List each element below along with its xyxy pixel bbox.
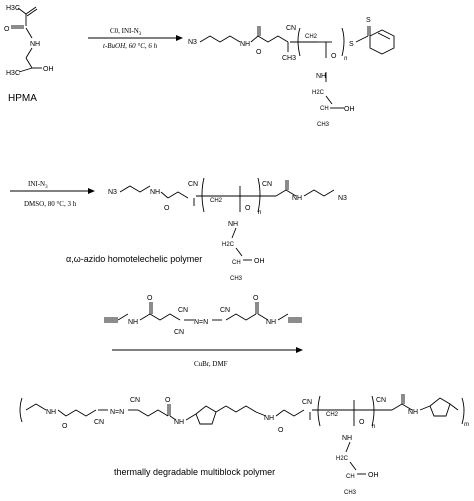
atom-nh-ap-3: NH xyxy=(228,221,238,228)
azide-group-3: N3 xyxy=(338,195,347,202)
atom-h2c-ap: H2C xyxy=(222,242,235,248)
step2-conditions: DMSO, 80 °C, 3 h xyxy=(24,200,77,208)
atom-s-thione: S xyxy=(366,17,371,24)
atom-cn-az-2: CN xyxy=(220,307,230,314)
atom-o-cta-2: O xyxy=(331,53,337,60)
atom-nh-cta-2: NH xyxy=(316,73,326,80)
atom-o-ap-1: O xyxy=(164,205,170,212)
atom-cn-mb-2: CN xyxy=(130,397,140,404)
atom-ch2-mb: CH2 xyxy=(326,412,339,418)
atom-cn-ap-2: CN xyxy=(262,181,272,188)
step1-reagents: C0, INI-N3 xyxy=(110,27,142,37)
atom-nh-mb-1: NH xyxy=(46,409,56,416)
reaction-arrow-3: CuBr, DMF xyxy=(112,347,303,368)
atom-o-mb-3: O xyxy=(278,427,284,434)
atom-ch3-cta-2: CH3 xyxy=(317,122,330,128)
atom-o-cta: O xyxy=(256,49,262,56)
azide-group-1: N3 xyxy=(188,39,197,46)
atom-o-az-2: O xyxy=(253,295,259,302)
step3-conditions: CuBr, DMF xyxy=(194,360,228,368)
atom-ch3-mb: CH3 xyxy=(344,490,357,496)
atom-ch2-cta: CH2 xyxy=(305,34,318,40)
azo-group-mb: N=N xyxy=(110,409,124,416)
atom-cn-cta: CN xyxy=(286,25,296,32)
step1-conditions: t-BuOH, 60 °C, 6 h xyxy=(103,42,158,50)
atom-nh-mb-2: NH xyxy=(174,419,184,426)
atom-s-cta: S xyxy=(349,41,354,48)
atom-cn-mb-4: CN xyxy=(376,397,386,404)
atom-h2c-cta: H2C xyxy=(312,90,325,96)
atom-ch-cta: CH xyxy=(320,106,329,112)
atom-o-mb-4: O xyxy=(359,419,365,426)
azide-group-2: N3 xyxy=(108,189,117,196)
atom-oh-ap: OH xyxy=(254,258,265,265)
repeat-n-ap: n xyxy=(258,210,262,216)
repeat-m-mb: m xyxy=(464,422,469,428)
atom-o-az-1: O xyxy=(147,295,153,302)
atom-nh-mb-3: NH xyxy=(264,415,274,422)
atom-nh-mb-5: NH xyxy=(342,435,352,442)
atom-cn-az-1b: CN xyxy=(174,329,184,336)
atom-h3c-2: H3C xyxy=(6,70,20,77)
atom-nh-cta: NH xyxy=(240,41,250,48)
azido-polymer-structure: N3 NH O CN CH2 O n CN NH N3 NH H2C CH OH… xyxy=(66,177,347,282)
step2-reagents: INI-N3 xyxy=(28,180,48,190)
repeat-n-cta: n xyxy=(344,56,348,62)
atom-nh-ap-2: NH xyxy=(292,195,302,202)
macro-cta-structure: N3 NH O CN CH3 CH2 O n S S NH H2C CH OH … xyxy=(188,17,395,128)
atom-ch-mb: CH xyxy=(346,474,355,480)
atom-nh-mb-4: NH xyxy=(408,409,418,416)
atom-o-ap-2: O xyxy=(245,205,251,212)
hpma-label: HPMA xyxy=(8,93,37,104)
atom-ch3-ap: CH3 xyxy=(230,276,243,282)
atom-oh-mb: OH xyxy=(368,472,379,479)
atom-ch3-cta: CH3 xyxy=(282,55,296,62)
atom-oh-hpma: OH xyxy=(43,66,54,73)
alkyne-azo-structure: NH O CN CN N=N CN O NH xyxy=(104,295,302,336)
atom-h3c: H3C xyxy=(6,5,20,12)
azo-group: N=N xyxy=(194,319,208,326)
atom-o-mb-2: O xyxy=(165,397,171,404)
atom-cn-mb-1: CN xyxy=(94,419,104,426)
atom-nh-az-1: NH xyxy=(128,319,138,326)
multiblock-polymer-label: thermally degradable multiblock polymer xyxy=(114,467,275,477)
atom-oh-cta: OH xyxy=(344,106,355,113)
atom-o-hpma: O xyxy=(4,26,10,33)
atom-cn-az-1: CN xyxy=(178,307,188,314)
atom-nh-az-2: NH xyxy=(266,319,276,326)
atom-nh-hpma: NH xyxy=(30,41,40,48)
atom-ch-ap: CH xyxy=(232,260,241,266)
atom-h2c-mb: H2C xyxy=(336,456,349,462)
hpma-structure: H3C O NH OH H3C HPMA xyxy=(4,5,54,104)
atom-o-mb-1: O xyxy=(62,423,68,430)
multiblock-polymer-structure: NH O CN N=N CN O NH NH O CN CH2 O n CN xyxy=(19,394,469,496)
repeat-n-mb: n xyxy=(372,424,376,430)
reaction-arrow-2: INI-N3 DMSO, 80 °C, 3 h xyxy=(10,180,95,208)
atom-ch2-ap: CH2 xyxy=(210,198,223,204)
atom-cn-mb-3: CN xyxy=(302,399,312,406)
reaction-arrow-1: C0, INI-N3 t-BuOH, 60 °C, 6 h xyxy=(88,27,183,50)
azido-polymer-label: α,ω-azido homotelechelic polymer xyxy=(66,254,202,264)
atom-cn-ap-1: CN xyxy=(188,181,198,188)
atom-nh-ap-1: NH xyxy=(150,189,160,196)
